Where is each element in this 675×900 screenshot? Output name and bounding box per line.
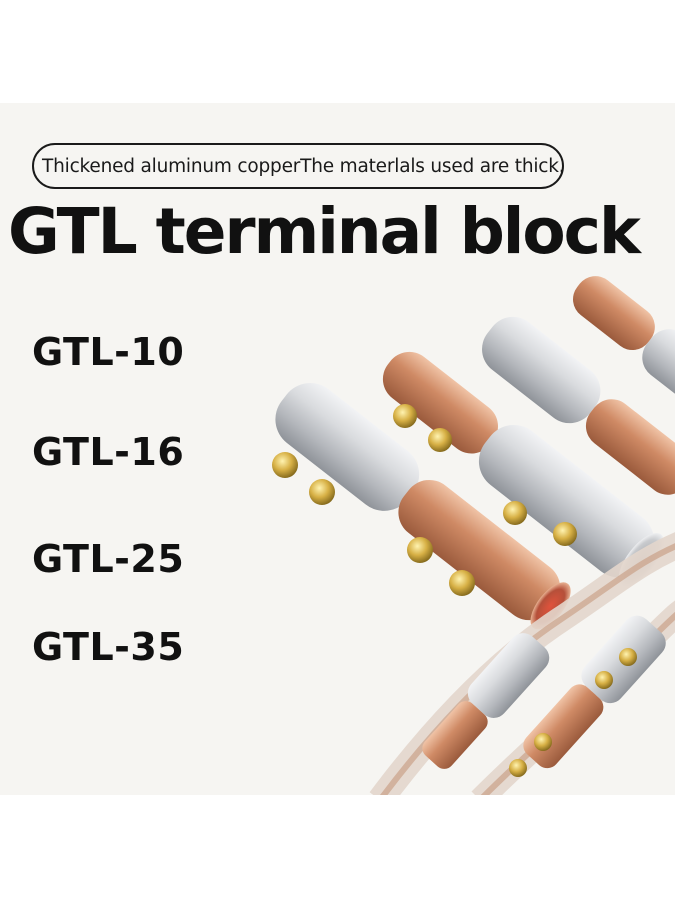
- model-item: GTL-25: [32, 537, 185, 581]
- model-item: GTL-16: [32, 430, 185, 474]
- page-title: GTL terminal block: [8, 195, 641, 268]
- connector-back: [482, 316, 675, 495]
- screw-icon: [509, 648, 637, 777]
- model-item: GTL-10: [32, 330, 185, 374]
- tagline-badge: Thickened aluminum copperThe materlals u…: [32, 143, 565, 189]
- model-list: GTL-10 GTL-16 GTL-25 GTL-35: [32, 0, 232, 900]
- model-item: GTL-35: [32, 625, 185, 669]
- connector-front: [275, 383, 571, 630]
- connector-back-right: [573, 276, 675, 458]
- screw-icon: [272, 404, 577, 596]
- cable-connector-left: [422, 633, 550, 769]
